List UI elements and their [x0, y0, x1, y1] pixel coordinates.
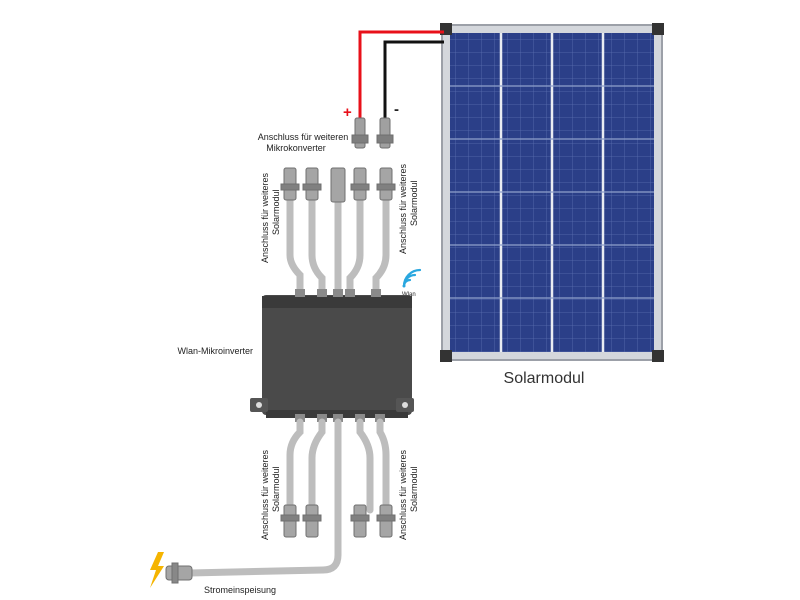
panel-row-gaps — [450, 85, 654, 299]
plus-sign: + — [343, 104, 352, 121]
negative-wire — [383, 40, 444, 118]
lower-connectors — [280, 504, 396, 538]
solar-panel-label: Solarmodul — [504, 370, 585, 387]
upper-connectors — [280, 167, 396, 203]
wifi-icon — [402, 268, 422, 288]
svg-text:Solarmodul: Solarmodul — [409, 466, 419, 512]
panel-connectors — [351, 117, 394, 149]
minus-sign: - — [394, 101, 399, 118]
svg-text:Solarmodul: Solarmodul — [271, 189, 281, 235]
mikro-connector-label-line1: Anschluss für weiteren — [258, 132, 349, 142]
wlan-label: Wlan — [402, 292, 416, 298]
upper-right-solar-connector-label: Anschluss für weiteres Solarmodul — [398, 163, 419, 254]
mikro-connector-label-line2: Mikrokonverter — [266, 143, 326, 153]
upper-cables — [286, 196, 390, 296]
positive-wire — [358, 30, 444, 118]
svg-text:Solarmodul: Solarmodul — [409, 180, 419, 226]
svg-text:Solarmodul: Solarmodul — [271, 466, 281, 512]
lightning-bolt-icon — [150, 552, 164, 588]
svg-text:Anschluss für weiteres: Anschluss für weiteres — [398, 449, 408, 540]
svg-text:Anschluss für weiteres: Anschluss für weiteres — [398, 163, 408, 254]
lower-left-solar-connector-label: Anschluss für weiteres Solarmodul — [260, 449, 281, 540]
svg-text:Anschluss für weiteres: Anschluss für weiteres — [260, 172, 270, 263]
power-plug — [165, 562, 193, 584]
upper-left-solar-connector-label: Anschluss für weiteres Solarmodul — [260, 172, 281, 263]
lower-right-solar-connector-label: Anschluss für weiteres Solarmodul — [398, 449, 419, 540]
solar-panel — [440, 23, 664, 362]
inverter-label: Wlan-Mikroinverter — [177, 346, 253, 356]
wlan-microinverter — [250, 289, 414, 422]
svg-text:Anschluss für weiteres: Anschluss für weiteres — [260, 449, 270, 540]
power-feed-label: Stromeinspeisung — [204, 585, 276, 595]
lower-cables — [186, 418, 390, 577]
